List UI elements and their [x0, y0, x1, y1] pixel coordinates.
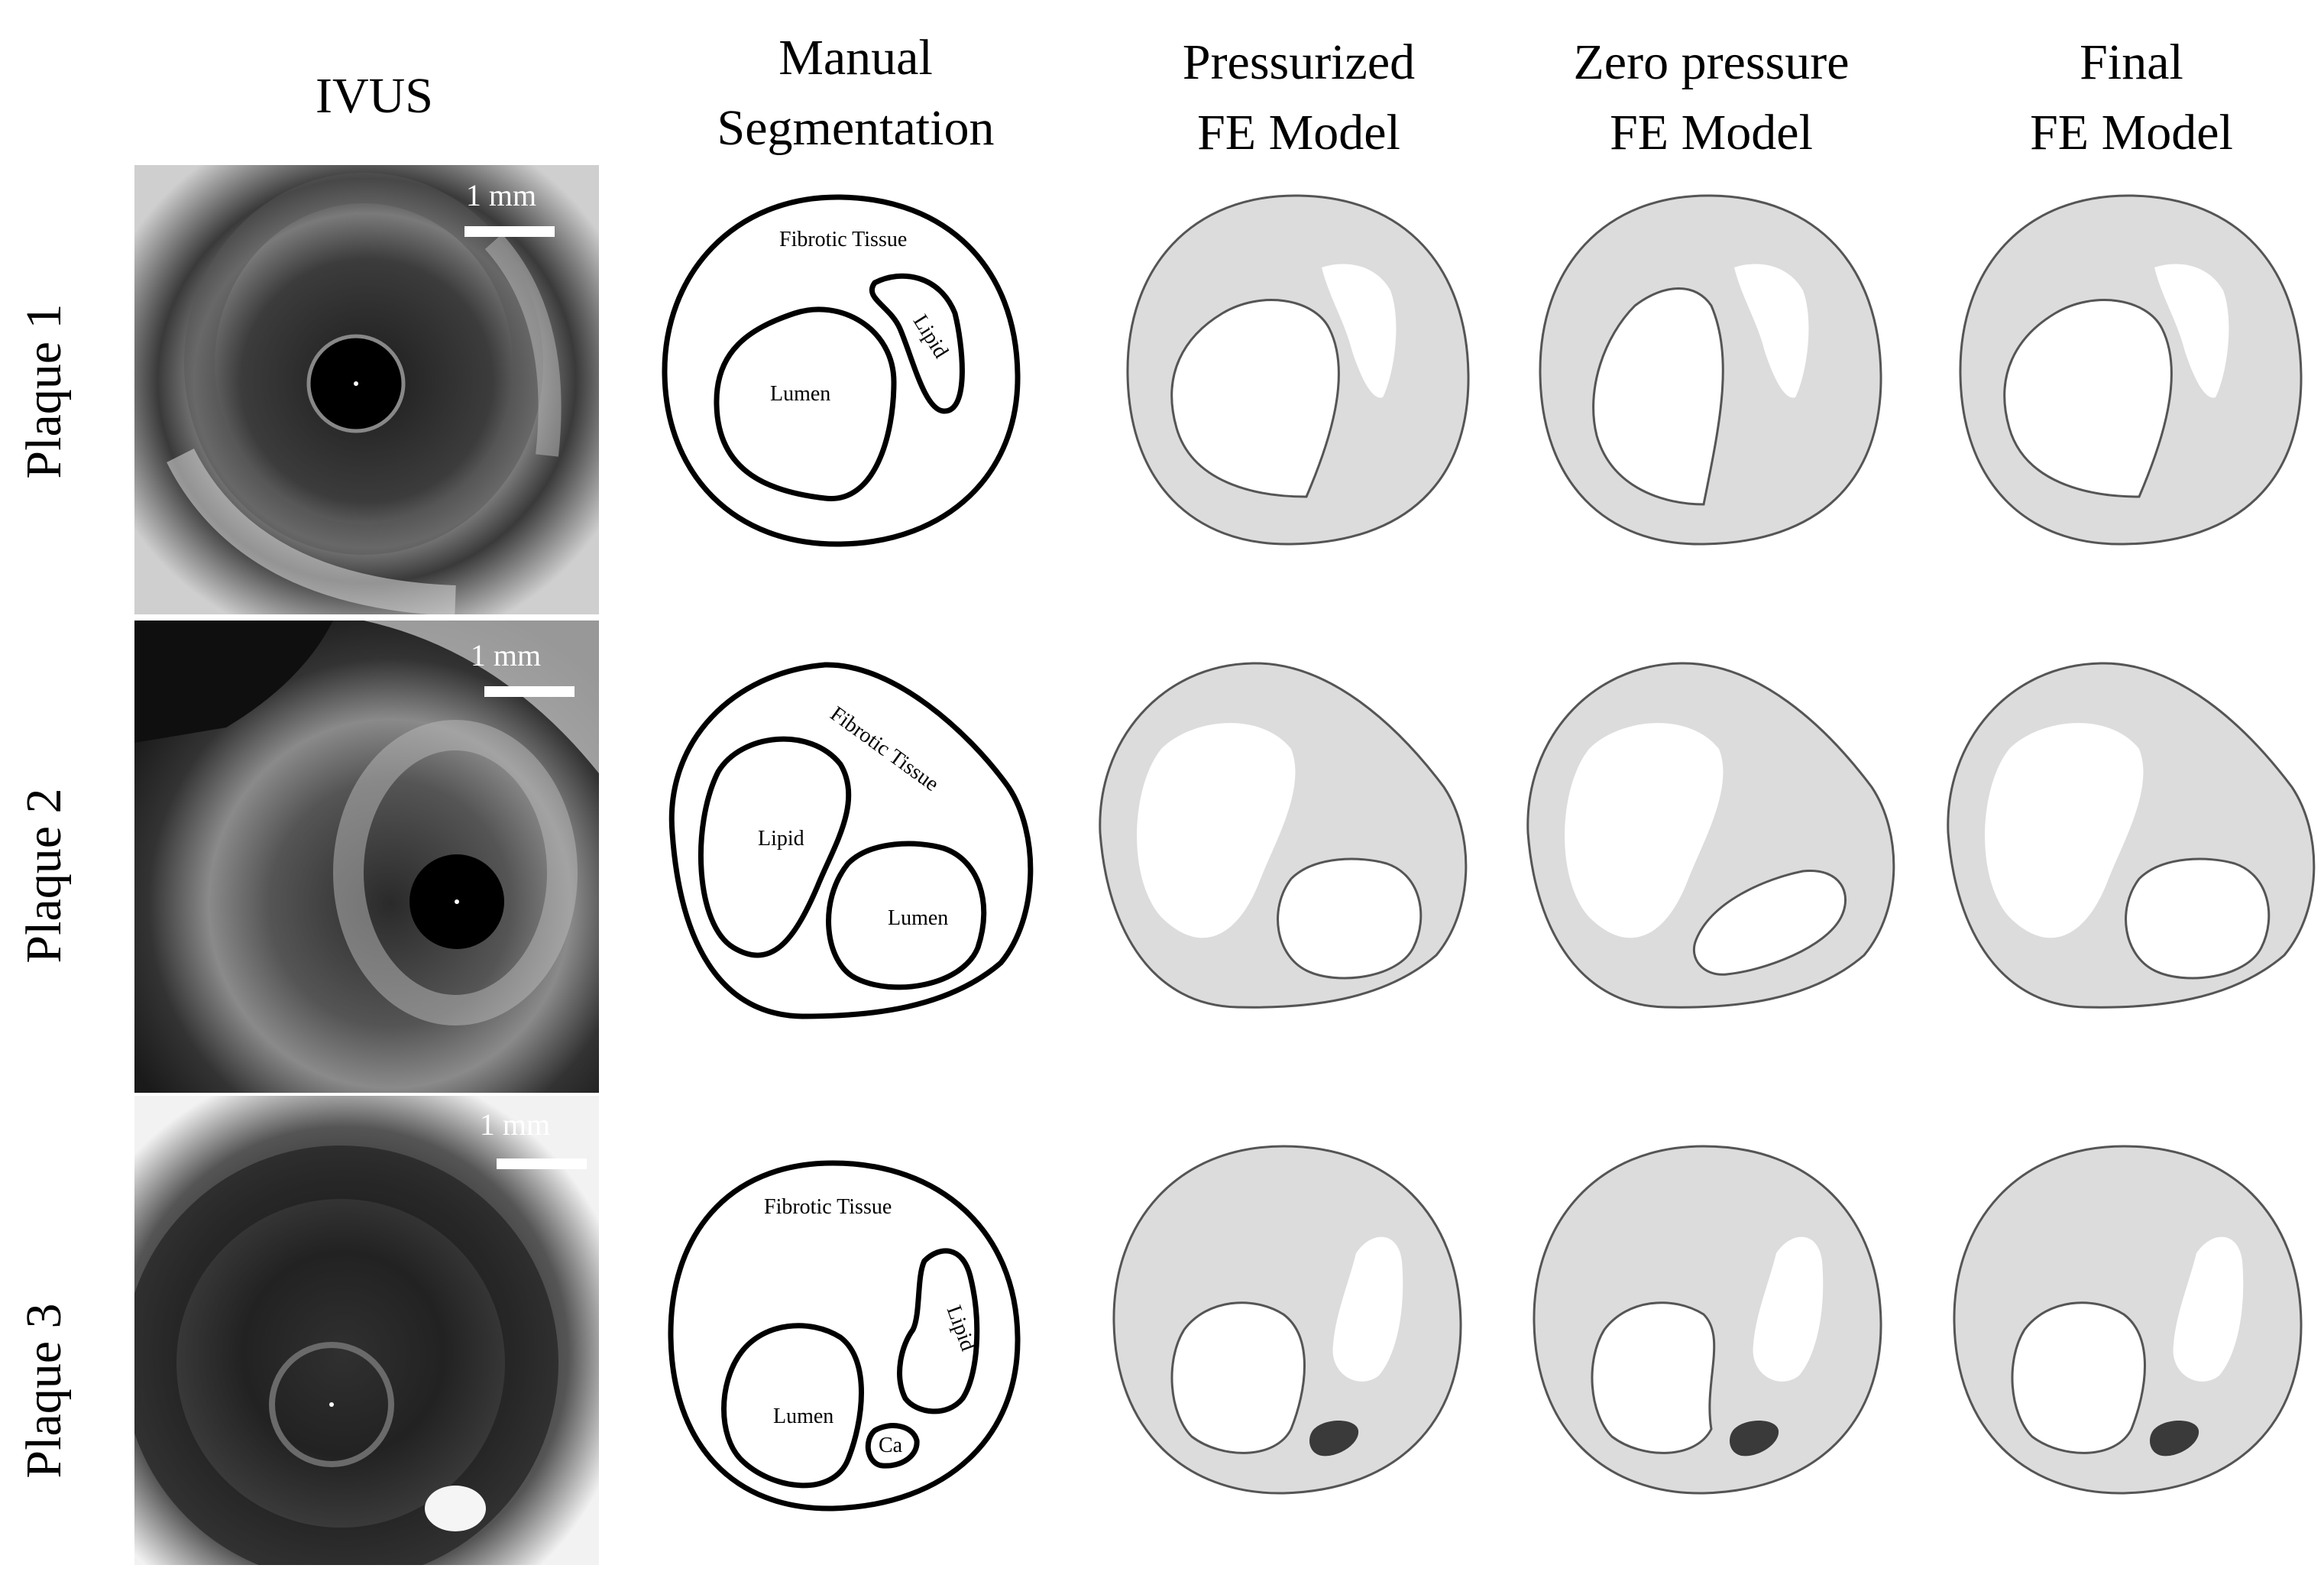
- final-fe-model-plaque-2: [1947, 662, 2316, 1009]
- lumen-label: Lumen: [770, 382, 830, 406]
- lumen: [1277, 857, 1423, 980]
- header-final-line2: FE Model: [2030, 105, 2233, 160]
- lipid-core: [1753, 1236, 1824, 1382]
- manual-segmentation-plaque-1: Fibrotic Tissue Lumen Lipid: [662, 194, 1021, 547]
- lumen-label: Lumen: [888, 906, 948, 930]
- lipid-core: [1137, 723, 1296, 938]
- lipid-outline: [897, 1248, 980, 1414]
- outer-wall-outline: [668, 1160, 1021, 1512]
- fibrotic-tissue-label: Fibrotic Tissue: [764, 1195, 892, 1219]
- header-pressurized-line1: Pressurized: [1182, 34, 1416, 90]
- lipid-core: [1322, 264, 1397, 398]
- lumen: [1592, 287, 1724, 506]
- lipid-core: [1565, 723, 1724, 938]
- ivus-image-plaque-1: 1 mm: [134, 165, 599, 614]
- header-ivus-line1: IVUS: [315, 68, 433, 124]
- calcium-outline: [865, 1423, 920, 1469]
- lipid-core: [1734, 264, 1809, 398]
- header-zero-line2: FE Model: [1610, 105, 1813, 160]
- lipid-core: [1985, 723, 2144, 938]
- lumen-label: Lumen: [773, 1405, 833, 1428]
- scale-bar: [484, 686, 575, 697]
- calcium-core: [1309, 1420, 1359, 1457]
- zero-pressure-fe-model-plaque-2: [1526, 662, 1895, 1009]
- row-label-plaque-2: Plaque 2: [16, 788, 72, 964]
- final-fe-model-plaque-1: [1959, 194, 2303, 546]
- lipid-core: [1332, 1236, 1403, 1382]
- header-final-fe-model: Final FE Model: [1918, 28, 2324, 168]
- lumen: [2011, 1301, 2146, 1454]
- lumen: [2003, 299, 2173, 498]
- pressurized-fe-model-plaque-1: [1126, 194, 1470, 546]
- lumen: [1170, 299, 1340, 498]
- final-fe-model-plaque-3: [1953, 1145, 2303, 1495]
- calcium-label: Ca: [879, 1434, 903, 1457]
- lumen: [1170, 1301, 1306, 1454]
- zero-pressure-fe-model-plaque-3: [1533, 1145, 1882, 1495]
- pressurized-fe-model-plaque-3: [1112, 1145, 1462, 1495]
- header-zero-pressure-fe-model: Zero pressure FE Model: [1497, 28, 1925, 168]
- outer-wall-outline: [668, 662, 1034, 1019]
- calcium-core: [2150, 1420, 2199, 1457]
- lipid-outline: [698, 736, 852, 958]
- header-zero-line1: Zero pressure: [1573, 34, 1850, 90]
- pressurized-fe-model-plaque-2: [1099, 662, 1468, 1009]
- lumen: [2125, 857, 2271, 980]
- ivus-plaque-1-graphic: [134, 165, 599, 614]
- lumen-outline: [714, 306, 897, 501]
- fibrotic-tissue-label: Fibrotic Tissue: [826, 702, 944, 796]
- header-pressurized-line2: FE Model: [1197, 105, 1400, 160]
- manual-segmentation-plaque-2: Fibrotic Tissue Lipid Lumen: [668, 662, 1034, 1019]
- row-label-plaque-3: Plaque 3: [16, 1303, 72, 1479]
- row-label-plaque-1: Plaque 1: [16, 303, 72, 479]
- ivus-plaque-3-graphic: [134, 1096, 599, 1565]
- lipid-core: [2154, 264, 2229, 398]
- lipid-label: Lipid: [908, 310, 953, 362]
- lipid-label: Lipid: [758, 827, 804, 851]
- scale-bar: [464, 226, 555, 237]
- lipid-core: [2173, 1236, 2244, 1382]
- lumen: [1692, 870, 1847, 976]
- fibrotic-tissue-label: Fibrotic Tissue: [779, 228, 907, 251]
- header-final-line1: Final: [2080, 34, 2183, 90]
- zero-pressure-fe-model-plaque-1: [1539, 194, 1882, 546]
- header-manual-line1: Manual: [778, 30, 933, 86]
- header-manual-line2: Segmentation: [717, 100, 995, 156]
- calcium-core: [1730, 1420, 1779, 1457]
- lumen-outline: [826, 841, 987, 990]
- lumen-outline: [721, 1323, 864, 1489]
- lipid-outline: [869, 273, 965, 414]
- scale-bar: [497, 1158, 587, 1169]
- header-manual-segmentation: Manual Segmentation: [642, 23, 1070, 164]
- header-ivus: IVUS: [160, 61, 588, 131]
- scale-label: 1 mm: [470, 638, 542, 672]
- outer-wall-outline: [662, 194, 1021, 547]
- header-pressurized-fe-model: Pressurized FE Model: [1085, 28, 1513, 168]
- ivus-plaque-2-graphic: [134, 621, 599, 1093]
- lumen: [1591, 1301, 1716, 1454]
- ivus-image-plaque-3: 1 mm: [134, 1096, 599, 1565]
- scale-label: 1 mm: [465, 178, 537, 212]
- ivus-image-plaque-2: 1 mm: [134, 621, 599, 1093]
- scale-label: 1 mm: [479, 1107, 551, 1142]
- manual-segmentation-plaque-3: Fibrotic Tissue Lumen Lipid Ca: [668, 1160, 1021, 1512]
